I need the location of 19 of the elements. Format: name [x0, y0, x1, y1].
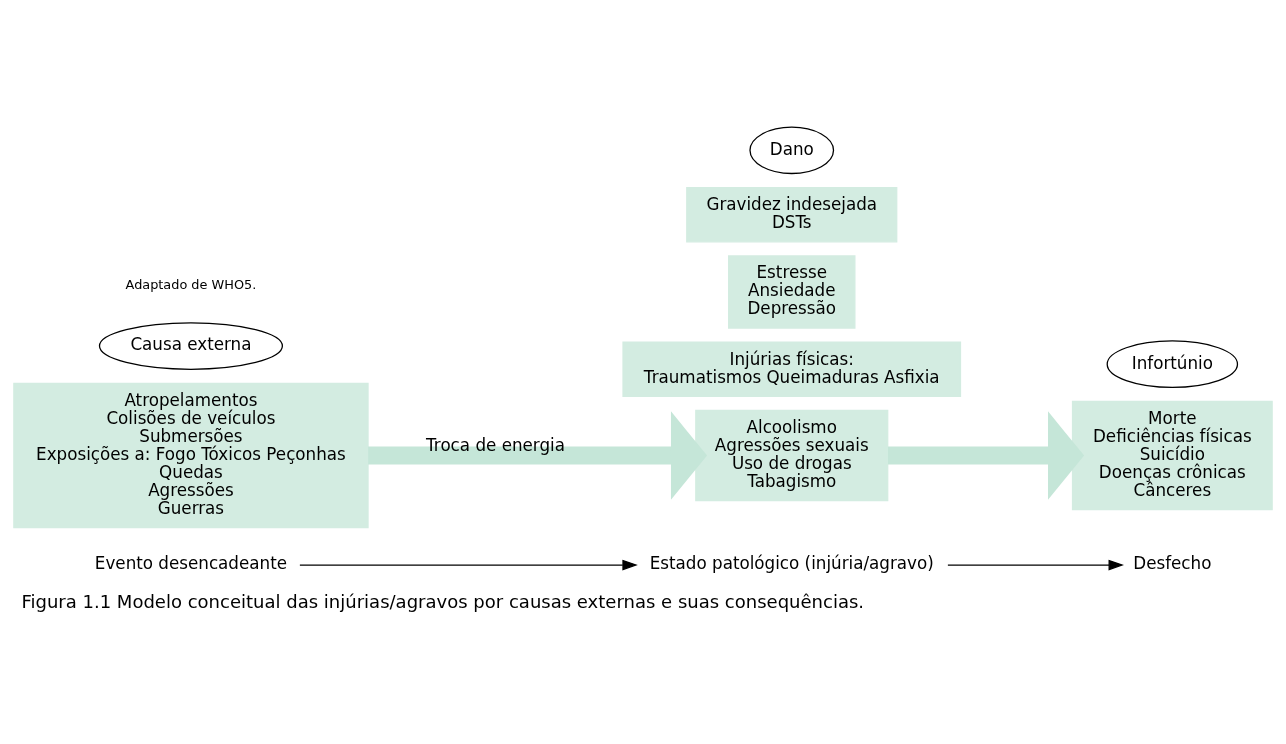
node-box: Gravidez indesejada DSTs: [686, 186, 898, 242]
arrow: [368, 410, 708, 500]
node-box: Injúrias físicas: Traumatismos Queimaduras Asfixia: [622, 341, 962, 397]
node-box: Estresse Ansiedade Depressão: [728, 254, 856, 329]
node-text: Evento desencadeante: [94, 552, 288, 573]
node-text: Estado patológico (injúria/agravo): [649, 552, 934, 573]
node-box: Alcoolismo Agressões sexuais Uso de drogas Tabagismo: [695, 409, 889, 501]
arrow: [887, 410, 1085, 500]
caption: Figura 1.1 Modelo conceitual das injúrias/agravos por causas externas e suas consequências.: [21, 590, 865, 612]
arrow: [947, 559, 1124, 570]
node-ellipse: Causa externa: [98, 321, 284, 370]
node-box: Atropelamentos Colisões de veículos Submersões Exposições a: Fogo Tóxicos Peçonhas Quedas Agressões Guerras: [13, 382, 369, 528]
node-box: Morte Deficiências físicas Suicídio Doenças crônicas Cânceres: [1071, 400, 1273, 510]
node-text: Desfecho: [1133, 552, 1212, 573]
arrow: [299, 559, 638, 570]
node-ellipse: Dano: [749, 126, 835, 174]
node-ellipse: Infortúnio: [1106, 339, 1239, 388]
label: Adaptado de WHO5.: [125, 276, 257, 292]
edge-label: Troca de energia: [426, 434, 565, 455]
